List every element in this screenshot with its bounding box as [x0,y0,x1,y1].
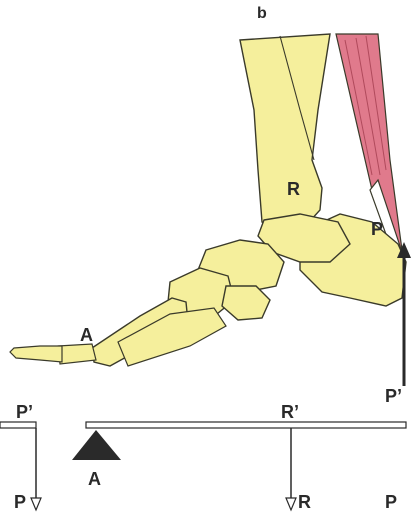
right-bottom-label: P [385,492,397,512]
middle-bottom-label: R [298,492,311,512]
fulcrum-label: A [88,469,101,489]
toe-label: A [80,325,93,345]
tibia-label: R [287,179,300,199]
upward-force-label: P’ [385,386,402,406]
metatarsal-bones [91,297,227,367]
left-load-arrow [30,428,42,512]
talus-bone [257,213,351,263]
toe-phalanges [9,343,97,365]
middle-top-label: R’ [281,402,299,422]
panel-label: b [257,5,267,22]
middle-load-arrow [285,428,297,512]
heel-label: P [371,219,383,239]
left-bottom-label: P [14,492,26,512]
lever-bar [0,421,407,429]
upward-force-arrow [397,242,411,386]
fulcrum-triangle [72,430,121,460]
left-top-label: P’ [16,402,33,422]
tibia-bone [239,33,331,241]
